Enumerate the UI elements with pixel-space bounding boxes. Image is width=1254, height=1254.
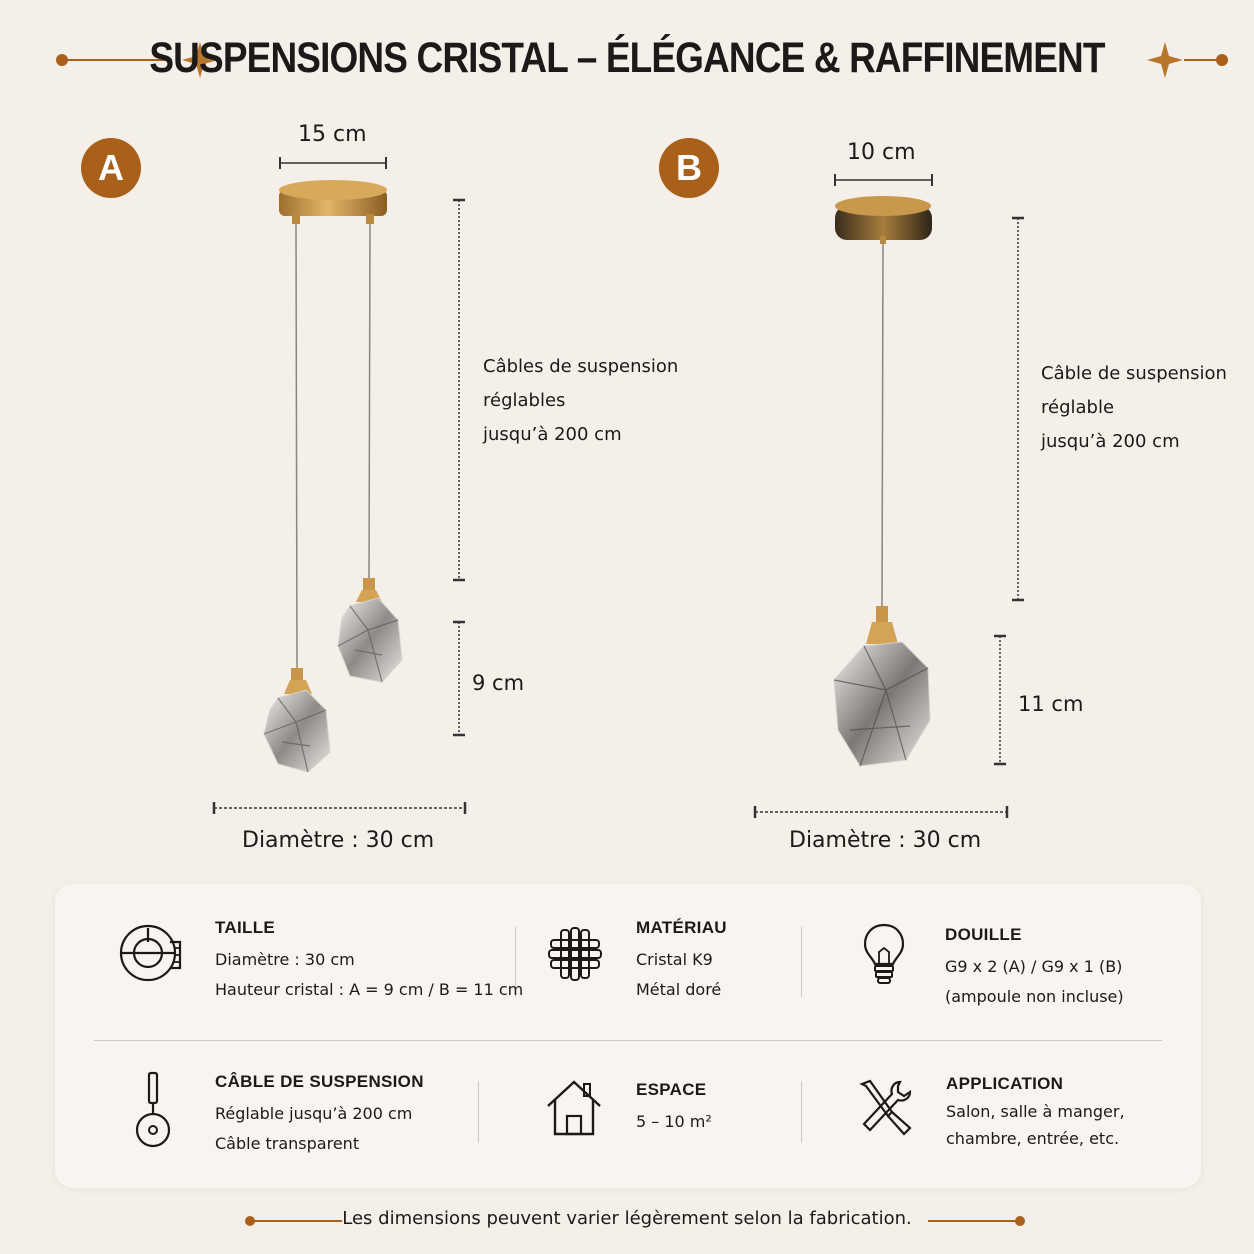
column-divider: [801, 927, 802, 997]
column-divider: [801, 1081, 802, 1143]
specifications-card: [55, 884, 1201, 1188]
product-a-cable-note: Câbles de suspension réglables jusqu’à 2…: [483, 356, 679, 445]
spec-application: APPLICATION Salon, salle à manger, chamb…: [946, 1074, 1125, 1148]
footer-ornament-right: [928, 1216, 1025, 1226]
suspension-cable: [368, 223, 371, 581]
spec-title: APPLICATION: [946, 1074, 1064, 1093]
spec-title: MATÉRIAU: [636, 918, 727, 937]
crystal-pendant: [337, 578, 403, 683]
spec-cable: CÂBLE DE SUSPENSION Réglable jusqu’à 200…: [215, 1072, 424, 1153]
canopy-width-dimension-line: [834, 174, 933, 186]
star-icon: [1147, 42, 1183, 78]
product-b-cable-note: Câble de suspension réglable jusqu’à 200…: [1041, 363, 1227, 452]
cable-icon: [135, 1071, 171, 1148]
column-divider: [478, 1081, 479, 1143]
product-b-canopy-width: 10 cm: [847, 140, 916, 165]
star-icon: [182, 42, 218, 78]
card-row-divider: [94, 1040, 1162, 1041]
crystal-height-dimension-line: [994, 634, 1006, 766]
crystal-material-icon: [548, 927, 602, 981]
product-b-badge: B: [659, 138, 719, 198]
spec-socket: DOUILLE G9 x 2 (A) / G9 x 1 (B) (ampoule…: [945, 925, 1124, 1006]
diameter-dimension-line: [212, 802, 467, 814]
light-bulb-icon: [863, 923, 905, 984]
suspension-cable: [881, 243, 884, 613]
suspension-cable: [295, 223, 298, 671]
spec-title: CÂBLE DE SUSPENSION: [215, 1072, 424, 1091]
spec-space: ESPACE 5 – 10 m²: [636, 1080, 712, 1131]
product-a-illustration: [212, 157, 467, 814]
product-a-crystal-height: 9 cm: [472, 671, 525, 695]
canopy: [835, 196, 932, 244]
house-icon: [547, 1080, 601, 1136]
product-a-canopy-width: 15 cm: [298, 122, 367, 147]
tools-icon: [859, 1079, 912, 1136]
crystal-height-dimension-line: [453, 620, 465, 737]
canopy-width-dimension-line: [279, 157, 387, 169]
cable-length-dimension-line: [1012, 216, 1024, 602]
spec-title: DOUILLE: [945, 925, 1022, 944]
product-a-badge: A: [81, 138, 141, 198]
product-b-crystal-height: 11 cm: [1018, 692, 1084, 716]
page-title: SUSPENSIONS CRISTAL – ÉLÉGANCE & RAFFINE…: [149, 34, 1105, 82]
crystal-pendant: [833, 606, 931, 767]
product-a-diameter: Diamètre : 30 cm: [242, 828, 435, 853]
product-b-illustration: [753, 174, 1024, 818]
header-ornament-right: [1147, 42, 1228, 78]
diameter-dimension-line: [753, 806, 1009, 818]
column-divider: [515, 927, 516, 997]
crystal-pendant: [263, 668, 331, 773]
spec-title: TAILLE: [215, 918, 276, 937]
canopy: [279, 180, 387, 224]
header-ornament-left: [56, 42, 218, 78]
footer-note: Les dimensions peuvent varier légèrement…: [342, 1208, 912, 1229]
spec-material: MATÉRIAU Cristal K9 Métal doré: [636, 918, 727, 999]
spec-size: TAILLE Diamètre : 30 cm Hauteur cristal …: [215, 918, 524, 999]
footer-ornament-left: [245, 1216, 342, 1226]
cable-length-dimension-line: [453, 198, 465, 582]
spec-title: ESPACE: [636, 1080, 707, 1099]
product-b-diameter: Diamètre : 30 cm: [789, 828, 982, 853]
size-icon: [119, 924, 182, 982]
